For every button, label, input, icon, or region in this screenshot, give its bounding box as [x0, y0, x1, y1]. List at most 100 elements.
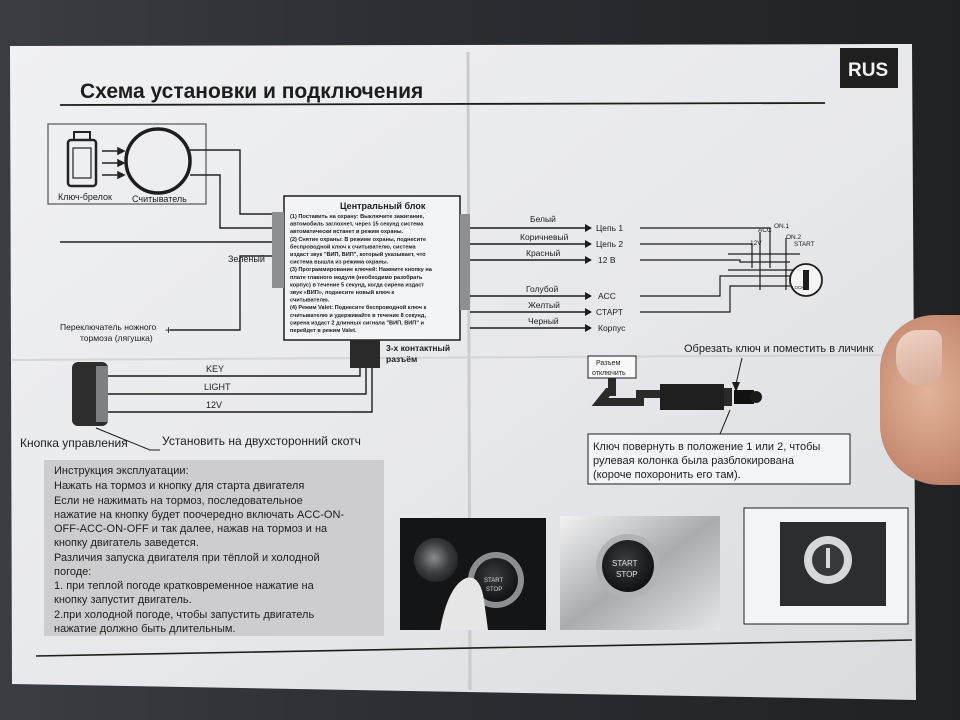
wire-color-brown: Коричневый — [520, 232, 569, 242]
ignition-label-start: START — [794, 241, 815, 248]
photo-ignition-lock — [743, 507, 909, 625]
control-button-note: Установить на двухсторонний скотч — [162, 434, 361, 448]
immobilizer-note: Обрезать ключ и поместить в личинк — [684, 343, 874, 355]
brake-plus-sign: + — [165, 323, 172, 337]
central-block-text: (1) Поставить на охрану: Выключите зажиг… — [290, 214, 433, 334]
key-fob-icon — [66, 131, 98, 188]
key-note-box — [587, 433, 851, 485]
ignition-wires — [640, 227, 800, 313]
instruction-line: Инструкция эксплуатации: — [54, 465, 189, 477]
instruction-line: кнопку запустит двигатель. — [54, 594, 192, 606]
immobilizer-note-pointer — [735, 357, 743, 385]
button-wires — [108, 368, 373, 413]
target-circuit-2: Цепь 2 — [596, 239, 623, 249]
brake-switch-label-2: тормоза (лягушка) — [80, 333, 153, 343]
wire-color-black: Черный — [528, 316, 559, 326]
central-block-title: Центральный блок — [340, 201, 426, 211]
target-ground: Корпус — [598, 323, 626, 333]
disconnect-label-1: Разъем — [596, 360, 621, 367]
central-block-line: сирена издаст 2 длинных сигнала "ВИП, ВИ… — [290, 320, 425, 326]
ignition-lock-icon: LOCK — [789, 263, 823, 297]
instruction-line: нажатие на кнопку будет поочередно включ… — [54, 509, 344, 521]
output-wires — [470, 227, 585, 329]
central-block-line: (2) Снятие охраны: В режиме охраны, подн… — [290, 237, 426, 243]
target-circuit-1: Цепь 1 — [596, 223, 623, 233]
wire-color-red: Красный — [526, 248, 560, 258]
central-block-line: (3) Программирование ключей: Нажмите кно… — [290, 266, 433, 273]
button-wire-12v: 12V — [206, 400, 222, 410]
central-block-line: считывателю и удерживайте в течение 8 се… — [290, 312, 426, 319]
instruction-line: Если не нажимать на тормоз, последовател… — [54, 495, 303, 507]
svg-text:START: START — [484, 578, 503, 584]
instruction-line: 2.при холодной погоде, чтобы запустить д… — [54, 609, 314, 621]
reader-frame — [47, 123, 207, 205]
page-title: Схема установки и подключения — [80, 80, 423, 103]
wire-color-white: Белый — [530, 214, 556, 224]
control-button-icon — [72, 362, 108, 426]
central-block-line: автоматически встанет в режим охраны. — [290, 229, 404, 235]
signal-arrows-icon — [102, 146, 126, 180]
instruction-line: кнопку двигатель заведется. — [54, 537, 199, 549]
ignition-label-acc: ACC — [758, 227, 772, 234]
instruction-line: погоде: — [54, 566, 91, 578]
title-underline — [59, 102, 826, 106]
svg-text:LOCK: LOCK — [792, 285, 804, 290]
reader-label: Считыватель — [132, 194, 187, 204]
instructions-text: Инструкция эксплуатации: Нажать на тормоз… — [54, 465, 344, 635]
central-block-line: плате главного модуля (необходимо разобр… — [290, 274, 423, 281]
svg-text:START: START — [612, 559, 638, 568]
central-block-line: (1) Поставить на охрану: Выключите зажиг… — [290, 214, 425, 220]
key-note-line-3: (короче похоронить его там). — [593, 469, 741, 481]
target-start: СТАРТ — [596, 307, 623, 317]
target-12v: 12 В — [598, 255, 616, 265]
wire-color-blue: Голубой — [526, 284, 558, 294]
central-block-line: (4) Режим Valet: Поднесите беспроводной … — [290, 304, 427, 311]
svg-text:STOP: STOP — [486, 587, 502, 593]
instruction-line: нажатие должно быть длительным. — [54, 623, 236, 635]
button-wire-key: KEY — [206, 364, 224, 374]
connector-label-2: разъём — [386, 354, 417, 364]
central-block-line: звук «ВИП», поднесите новый ключ к — [290, 289, 394, 296]
central-block-line: перейдет в режим Valet. — [290, 327, 357, 334]
central-block-line: корпус) в течение 5 секунд, когда сирена… — [290, 282, 424, 288]
thumbnail — [896, 330, 942, 386]
control-button-pointer — [95, 427, 160, 451]
instruction-line: Различия запуска двигателя при тёплой и … — [54, 552, 320, 564]
instruction-line: OFF-ACC-ON-OFF и так далее, нажав на тор… — [54, 523, 328, 535]
key-note-line-2: рулевая колонка была разблокирована — [593, 455, 795, 467]
central-block — [283, 195, 461, 341]
button-wire-light: LIGHT — [204, 382, 231, 392]
svg-text:STOP: STOP — [616, 570, 638, 579]
ignition-label-on1: ON.1 — [774, 223, 790, 230]
target-acc: ACC — [598, 291, 616, 301]
instruction-line: 1. при теплой погоде кратковременное наж… — [54, 580, 315, 592]
central-block-line: издаст звук "ВИП, ВИП", который указывае… — [290, 251, 426, 258]
photo-start-stop-button: START STOP — [560, 516, 720, 630]
key-note-line-1: Ключ повернуть в положение 1 или 2, чтоб… — [593, 441, 820, 453]
disconnect-label-2: отключить — [592, 370, 626, 377]
language-badge-text: RUS — [848, 60, 888, 81]
reader-ring-icon — [124, 127, 192, 195]
central-block-line: беспроводной ключ к считывателю, система — [290, 243, 416, 250]
paper-fold-horizontal — [11, 354, 913, 361]
green-wire-label: Зеленый — [228, 254, 265, 264]
language-badge — [840, 48, 898, 88]
immobilizer-note-arrow — [732, 382, 740, 392]
immobilizer-cable-icon — [591, 378, 762, 410]
output-arrowheads — [585, 224, 592, 332]
central-block-line: автомобиль заглохнет, через 15 секунд си… — [290, 221, 424, 228]
key-fob-label: Ключ-брелок — [58, 192, 112, 202]
instruction-line: Нажать на тормоз и кнопку для старта дви… — [54, 480, 304, 492]
connector-label-1: 3-х контактный — [386, 343, 450, 353]
central-block-line: система вышла из режима охраны. — [290, 260, 389, 266]
control-button-label: Кнопка управления — [20, 436, 128, 450]
central-block-left-connector — [272, 212, 284, 288]
brake-switch-label-1: Переключатель ножного — [60, 322, 157, 332]
instructions-box — [44, 460, 384, 636]
ignition-label-on2: ON.2 — [786, 234, 802, 241]
three-pin-connector — [350, 340, 380, 368]
wire-color-yellow: Желтый — [528, 300, 560, 310]
ignition-label-12v: 12V — [750, 240, 762, 247]
